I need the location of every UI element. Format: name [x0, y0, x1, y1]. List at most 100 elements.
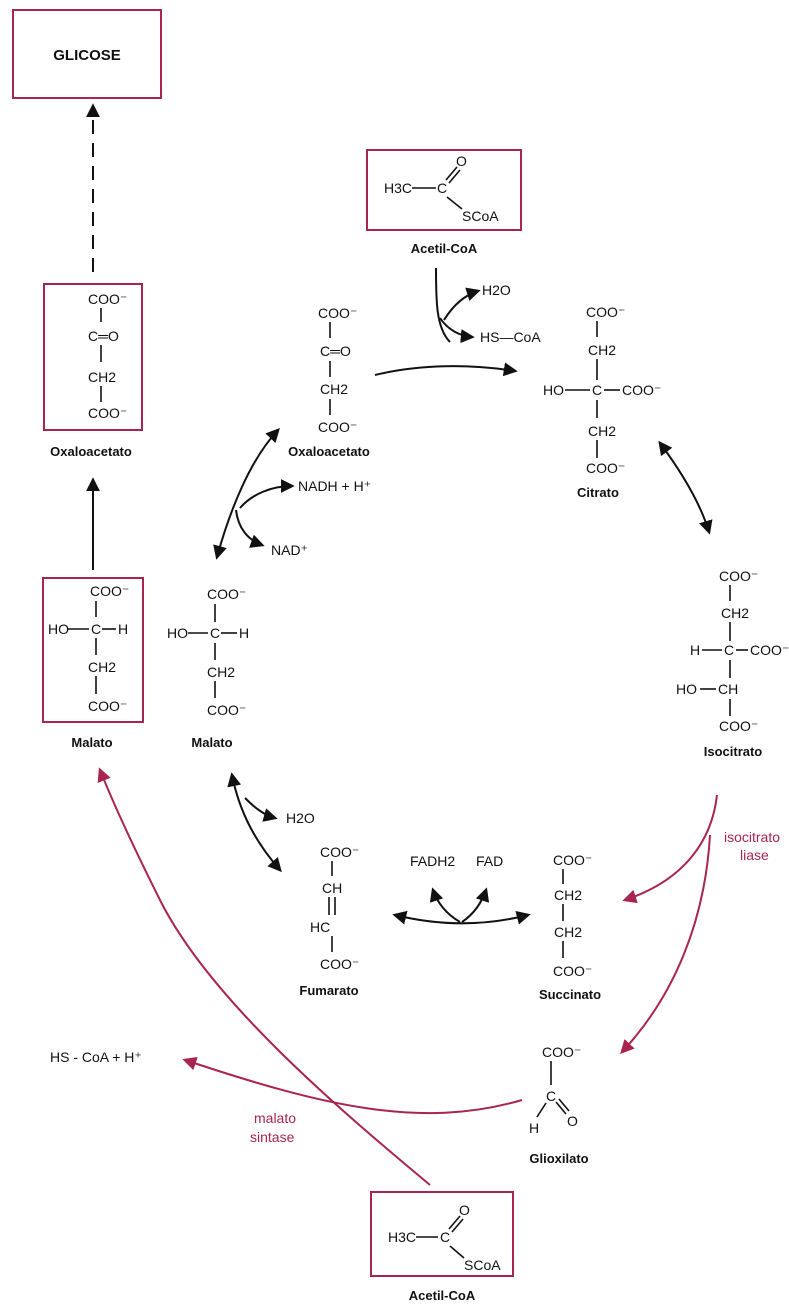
citrate-coo-top: COO⁻	[586, 304, 625, 320]
isocitrate-coo-top: COO⁻	[719, 568, 758, 584]
acetyl-coa-top-scoa: SCoA	[462, 208, 499, 224]
glucose-label: GLICOSE	[53, 47, 121, 64]
acetyl-coa-bottom-box	[370, 1191, 514, 1277]
fumarate-label: Fumarato	[299, 983, 358, 998]
isocitrate-coo-bottom: COO⁻	[719, 718, 758, 734]
acetyl-coa-to-malate-arrow	[97, 767, 431, 1186]
isocitrate-ho: HO	[676, 681, 697, 697]
nad-label: NAD⁺	[271, 542, 308, 558]
fadh2-label: FADH2	[410, 853, 455, 869]
oxaloacetate-box-coo-bottom: COO⁻	[88, 405, 127, 421]
acetyl-coa-bottom-label: Acetil-CoA	[409, 1288, 476, 1303]
isocitrate-label: Isocitrato	[704, 744, 763, 759]
acetyl-coa-top-box	[366, 149, 522, 231]
malate-oxaloacetate-arrow	[213, 427, 280, 560]
citrate-structure: COO⁻ CH2 HO C COO⁻ CH2 COO⁻	[543, 304, 661, 476]
acetyl-coa-top-o: O	[456, 153, 467, 169]
malate-cycle-ch2: CH2	[207, 664, 235, 680]
glyoxylate-h: H	[529, 1120, 539, 1136]
h2o-fumarate-label: H2O	[286, 810, 315, 826]
oxaloacetate-cycle-keto: C═O	[320, 343, 351, 359]
citrate-ch2-top: CH2	[588, 342, 616, 358]
malate-cycle-coo-bottom: COO⁻	[207, 702, 246, 718]
citrate-coo-mid: COO⁻	[622, 382, 661, 398]
nad-arrow	[235, 509, 265, 548]
succinate-fumarate-arrow	[392, 910, 531, 925]
malate-cycle-coo-top: COO⁻	[207, 586, 246, 602]
fumarate-coo-bottom: COO⁻	[320, 956, 359, 972]
h2o-fumarate-arrow	[244, 797, 278, 822]
succinate-label: Succinato	[539, 987, 601, 1002]
fumarate-coo-top: COO⁻	[320, 844, 359, 860]
fumarate-malate-arrow	[227, 772, 282, 873]
malate-cycle-c: C	[210, 625, 220, 641]
citrate-ch2-bottom: CH2	[588, 423, 616, 439]
oxaloacetate-cycle-ch2: CH2	[320, 381, 348, 397]
oxaloacetate-cycle-structure: COO⁻ C═O CH2 COO⁻	[318, 305, 357, 435]
oxaloacetate-cycle-coo-bottom: COO⁻	[318, 419, 357, 435]
oxaloacetate-box-keto: C═O	[88, 328, 119, 344]
acetyl-coa-bottom-scoa: SCoA	[464, 1257, 501, 1273]
malate-cycle-ho: HO	[167, 625, 188, 641]
fumarate-hc: HC	[310, 919, 330, 935]
glyoxylate-to-hscoa-arrow	[182, 1056, 523, 1115]
fumarate-structure: COO⁻ CH HC COO⁻	[310, 844, 359, 972]
glyoxylate-label: Glioxilato	[529, 1151, 588, 1166]
svg-text:C: C	[440, 1229, 450, 1245]
malate-box-structure: COO⁻ HO C H CH2 COO⁻	[48, 583, 129, 714]
citrate-c: C	[592, 382, 602, 398]
hscoa-malate-label: HS - CoA + H⁺	[50, 1049, 142, 1065]
oxaloacetate-box-structure: COO⁻ C═O CH2 COO⁻	[88, 291, 127, 421]
malate-synthase-label-line1: malato	[254, 1110, 296, 1126]
acetyl-coa-entry-curve	[435, 267, 451, 343]
isocitrate-coo-mid: COO⁻	[750, 642, 789, 658]
isocitrate-h: H	[690, 642, 700, 658]
oxaloacetate-cycle-coo-top: COO⁻	[318, 305, 357, 321]
citrate-coo-bottom: COO⁻	[586, 460, 625, 476]
glyoxylate-c: C	[546, 1088, 556, 1104]
succinate-ch2-bottom: CH2	[554, 924, 582, 940]
acetyl-coa-top-structure: H3C C O SCoA	[384, 153, 499, 224]
isocitrate-ch: CH	[718, 681, 738, 697]
isocitrate-lyase-label-line1: isocitrato	[724, 829, 780, 845]
acetyl-coa-top-ch3: H3C	[384, 180, 412, 196]
fadh2-arrow	[429, 887, 461, 923]
oxaloacetate-box-label: Oxaloacetato	[50, 444, 132, 459]
hscoa-out-arrow	[439, 317, 475, 344]
acetyl-coa-bottom-structure: H3C C O SCoA	[388, 1202, 501, 1273]
citrate-ho: HO	[543, 382, 564, 398]
malate-box-c: C	[91, 621, 101, 637]
malate-box-label: Malato	[71, 735, 112, 750]
citrate-label: Citrato	[577, 485, 619, 500]
oxaloacetate-box-coo-top: COO⁻	[88, 291, 127, 307]
malate-box-ho: HO	[48, 621, 69, 637]
fad-label: FAD	[476, 853, 503, 869]
isocitrate-to-glyoxylate-arrow	[620, 834, 711, 1055]
glyoxylate-o: O	[567, 1113, 578, 1129]
succinate-coo-bottom: COO⁻	[553, 963, 592, 979]
malate-box-coo-top: COO⁻	[90, 583, 129, 599]
malate-synthase-label-line2: sintase	[250, 1129, 295, 1145]
isocitrate-to-succinate-arrow	[622, 794, 718, 904]
isocitrate-c: C	[724, 642, 734, 658]
oxaloacetate-cycle-label: Oxaloacetato	[288, 444, 370, 459]
nadh-label: NADH + H⁺	[298, 478, 371, 494]
malate-cycle-h: H	[239, 625, 249, 641]
acetyl-coa-top-label: Acetil-CoA	[411, 241, 478, 256]
oxaloacetate-box-ch2: CH2	[88, 369, 116, 385]
malate-box-ch2: CH2	[88, 659, 116, 675]
svg-text:C: C	[437, 180, 447, 196]
h2o-in-arrow	[443, 287, 481, 321]
succinate-coo-top: COO⁻	[553, 852, 592, 868]
malate-box-coo-bottom: COO⁻	[88, 698, 127, 714]
isocitrate-ch2: CH2	[721, 605, 749, 621]
glyoxylate-structure: COO⁻ C O H	[529, 1044, 581, 1136]
oxaloacetate-box	[43, 283, 143, 431]
malate-cycle-label: Malato	[191, 735, 232, 750]
fumarate-ch: CH	[322, 880, 342, 896]
isocitrate-lyase-label-line2: liase	[740, 847, 769, 863]
glyoxylate-coo-top: COO⁻	[542, 1044, 581, 1060]
hscoa-citrate-label: HS—CoA	[480, 329, 541, 345]
